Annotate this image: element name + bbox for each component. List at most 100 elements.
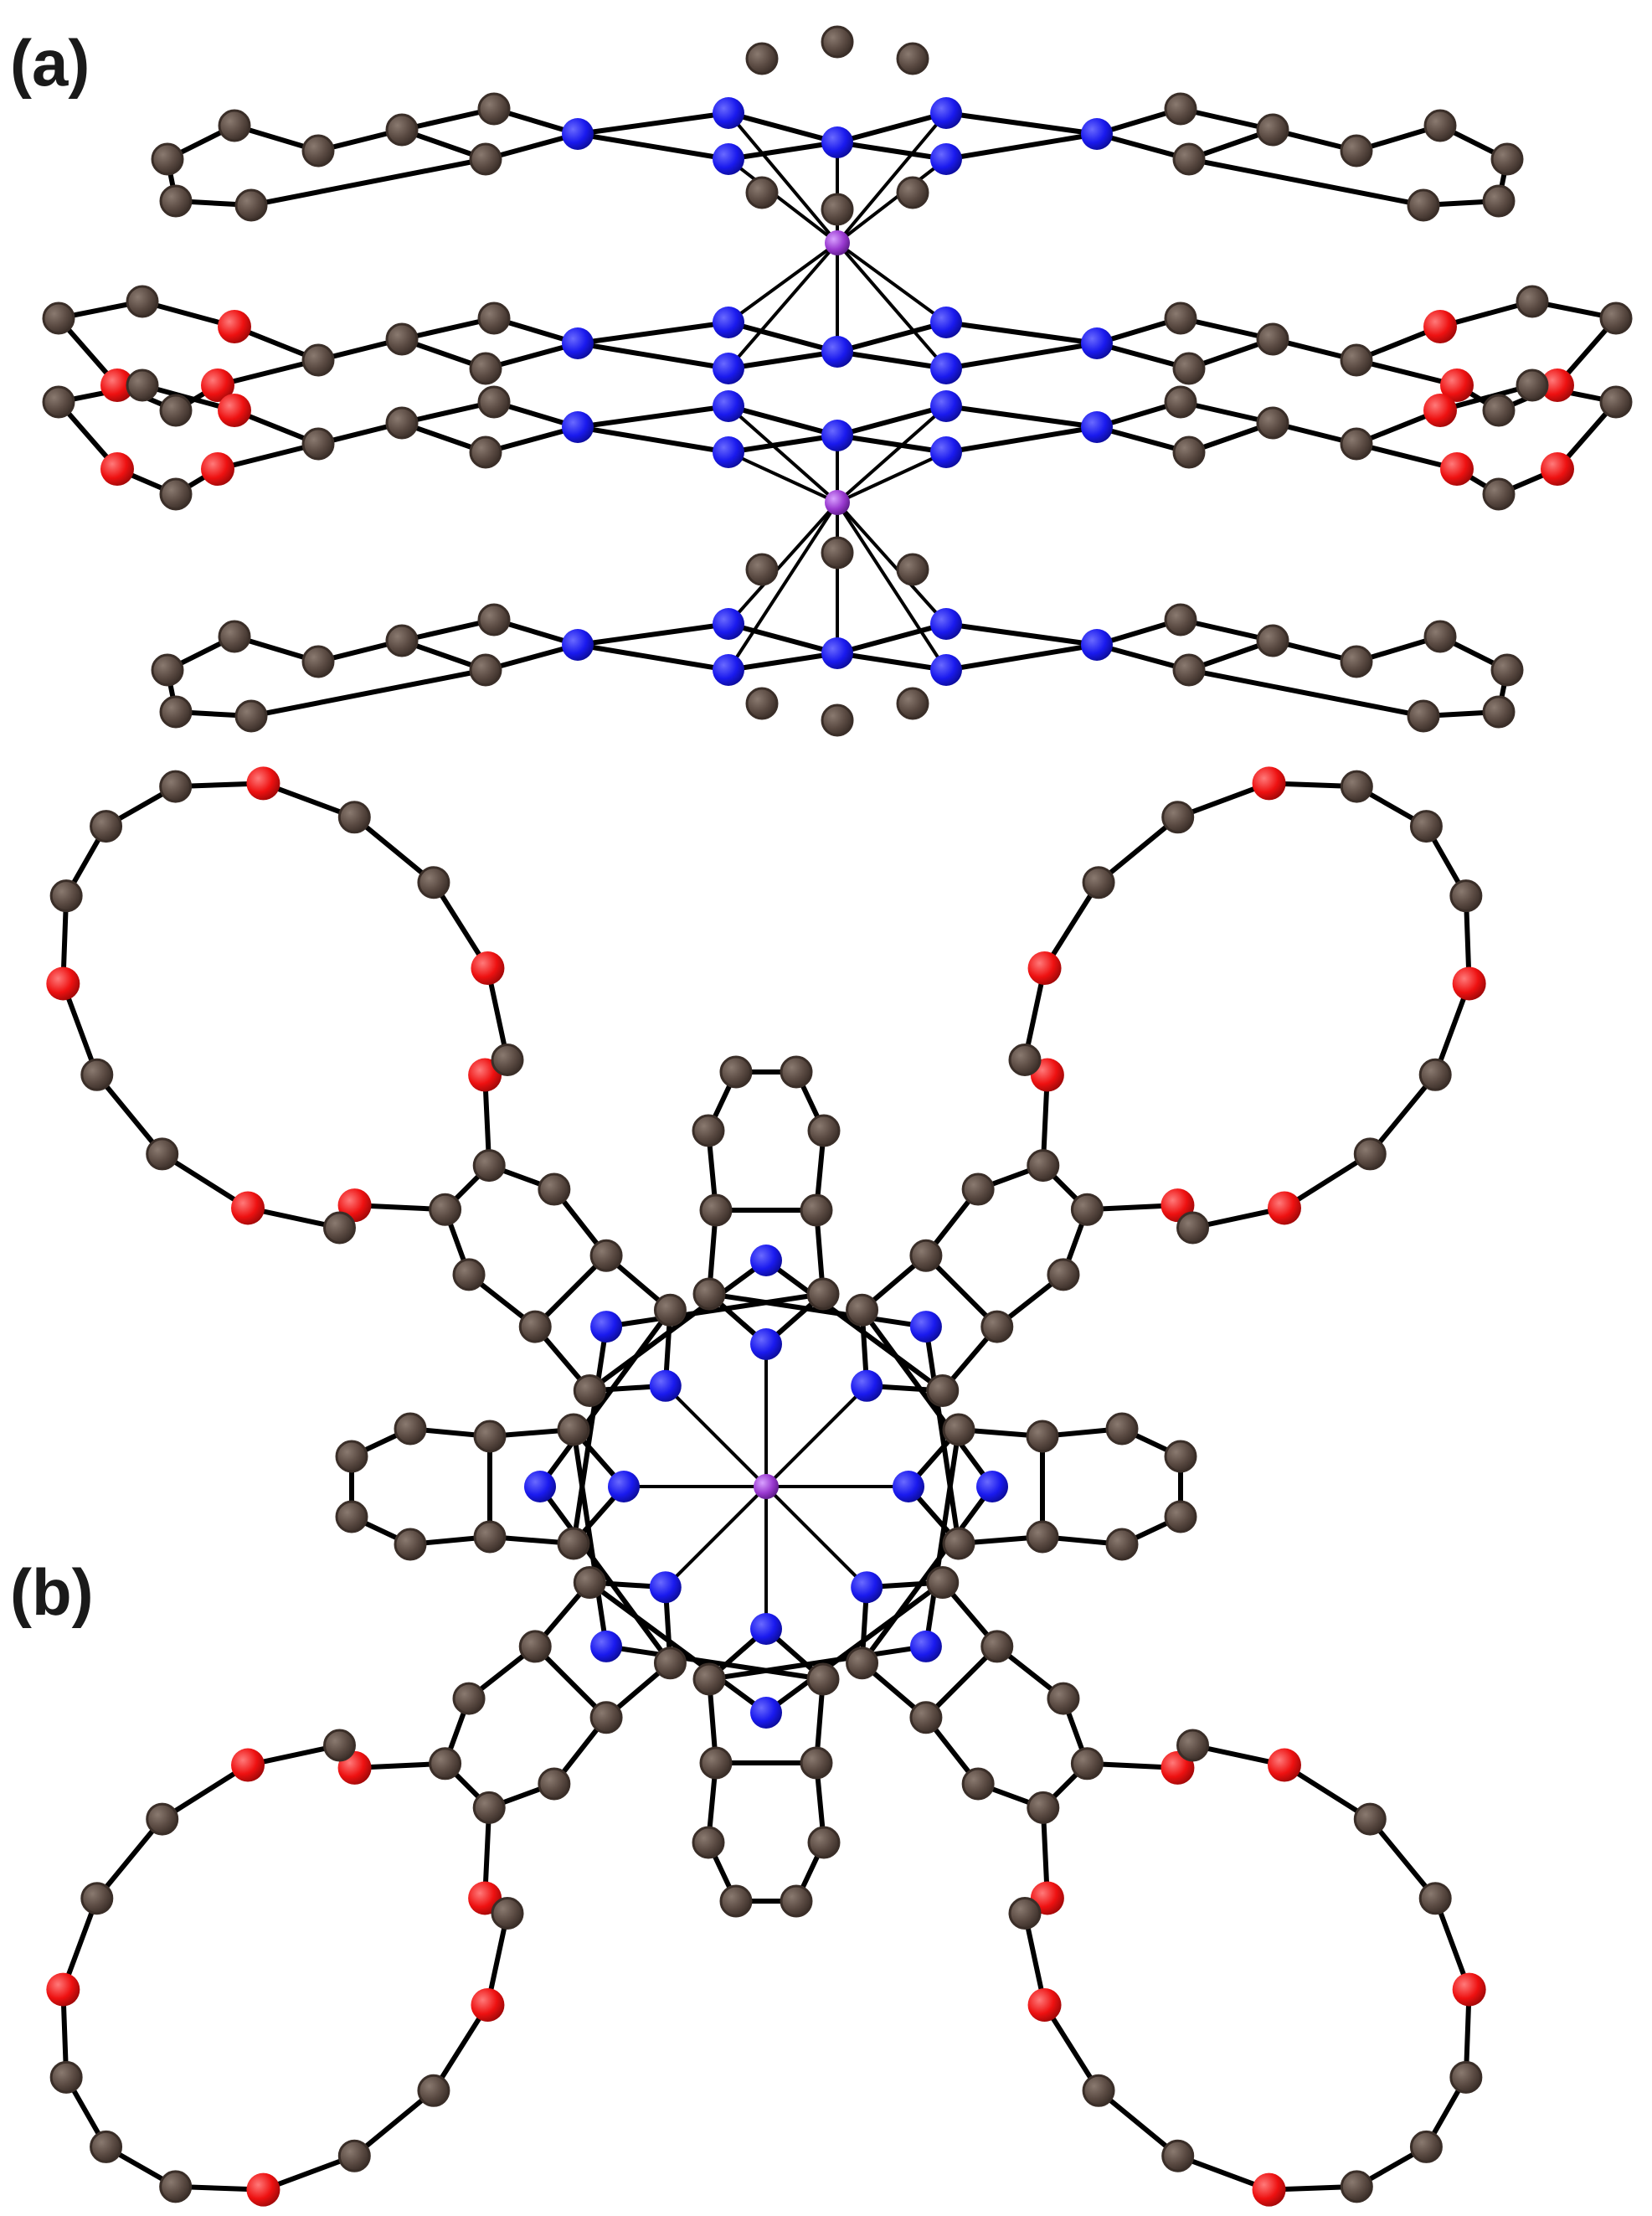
bond bbox=[727, 111, 839, 245]
bond bbox=[1042, 2002, 1102, 2094]
carbon-atom bbox=[385, 113, 419, 147]
carbon-atom bbox=[1070, 1747, 1104, 1781]
bond bbox=[764, 1485, 869, 1590]
carbon-atom bbox=[126, 285, 159, 318]
oxygen-atom bbox=[1252, 2172, 1286, 2207]
metal-atom bbox=[825, 230, 850, 255]
carbon-atom bbox=[699, 1193, 733, 1227]
carbon-atom bbox=[653, 1293, 687, 1327]
carbon-atom bbox=[151, 142, 184, 176]
oxygen-atom bbox=[1440, 368, 1474, 402]
bond bbox=[944, 131, 1099, 162]
bond bbox=[215, 441, 321, 472]
oxygen-atom bbox=[471, 951, 505, 986]
bond bbox=[538, 1484, 673, 1666]
bond bbox=[94, 1072, 165, 1157]
carbon-atom bbox=[745, 553, 779, 586]
metal-atom bbox=[825, 490, 850, 515]
nitrogen-atom bbox=[821, 637, 853, 669]
oxygen-atom bbox=[1267, 1191, 1301, 1225]
carbon-atom bbox=[1409, 2130, 1443, 2163]
nitrogen-atom bbox=[930, 353, 962, 384]
bond bbox=[836, 501, 948, 626]
bond bbox=[836, 241, 948, 370]
carbon-atom bbox=[926, 1566, 960, 1600]
carbon-atom bbox=[335, 1500, 368, 1533]
carbon-atom bbox=[1340, 134, 1373, 167]
nitrogen-atom bbox=[713, 608, 744, 640]
bond bbox=[1042, 879, 1102, 971]
bond bbox=[707, 1643, 929, 1682]
bond bbox=[944, 320, 1099, 346]
carbon-atom bbox=[719, 1055, 753, 1089]
nitrogen-atom bbox=[562, 327, 594, 359]
carbon-atom bbox=[1047, 1258, 1080, 1291]
carbon-atom bbox=[896, 42, 929, 75]
nitrogen-atom bbox=[649, 1369, 682, 1402]
bond bbox=[726, 320, 840, 354]
carbon-atom bbox=[1164, 92, 1197, 126]
bond bbox=[835, 111, 949, 145]
nitrogen-atom bbox=[930, 390, 962, 422]
bond bbox=[430, 879, 491, 971]
bond bbox=[533, 1643, 610, 1720]
bond bbox=[726, 349, 840, 371]
nitrogen-atom bbox=[713, 143, 744, 175]
bond bbox=[604, 1291, 826, 1330]
bond bbox=[835, 404, 949, 438]
carbon-atom bbox=[1490, 142, 1524, 176]
carbon-atom bbox=[1423, 620, 1457, 653]
carbon-atom bbox=[1340, 2170, 1373, 2203]
carbon-atom bbox=[301, 343, 335, 377]
carbon-atom bbox=[1516, 368, 1549, 402]
bond bbox=[727, 241, 839, 324]
oxygen-atom bbox=[1423, 310, 1457, 343]
carbon-atom bbox=[159, 2170, 193, 2203]
carbon-atom bbox=[301, 427, 335, 461]
carbon-atom bbox=[1449, 879, 1483, 913]
carbon-atom bbox=[821, 703, 854, 737]
carbon-atom bbox=[1256, 113, 1289, 147]
carbon-atom bbox=[159, 695, 193, 729]
carbon-atom bbox=[821, 536, 854, 569]
carbon-atom bbox=[218, 109, 251, 142]
carbon-atom bbox=[1482, 695, 1516, 729]
bond bbox=[859, 1307, 995, 1489]
carbon-atom bbox=[980, 1630, 1014, 1663]
carbon-atom bbox=[1353, 1137, 1387, 1171]
carbon-atom bbox=[1353, 1802, 1387, 1836]
carbon-atom bbox=[472, 1149, 506, 1183]
carbon-atom bbox=[1256, 406, 1289, 440]
bond bbox=[726, 140, 840, 162]
carbon-atom bbox=[692, 1662, 726, 1696]
nitrogen-atom bbox=[713, 390, 744, 422]
carbon-atom bbox=[1340, 645, 1373, 678]
carbon-atom bbox=[337, 801, 371, 834]
bond bbox=[835, 651, 949, 673]
carbon-atom bbox=[473, 1520, 507, 1554]
bond bbox=[571, 1324, 610, 1546]
carbon-atom bbox=[692, 1114, 725, 1147]
carbon-atom bbox=[909, 1701, 943, 1734]
bond bbox=[727, 405, 839, 504]
nitrogen-atom bbox=[821, 126, 853, 158]
carbon-atom bbox=[234, 699, 268, 733]
oxygen-atom bbox=[246, 766, 280, 801]
carbon-atom bbox=[1026, 1520, 1059, 1554]
carbon-atom bbox=[491, 1043, 524, 1076]
bond bbox=[726, 404, 840, 438]
carbon-atom bbox=[159, 184, 193, 218]
carbon-atom bbox=[926, 1373, 960, 1407]
oxygen-atom bbox=[246, 2172, 280, 2207]
carbon-atom bbox=[653, 1647, 687, 1680]
bond bbox=[575, 131, 731, 162]
bond bbox=[707, 1291, 929, 1330]
carbon-atom bbox=[417, 2074, 450, 2107]
carbon-atom bbox=[452, 1258, 486, 1291]
oxygen-atom bbox=[100, 452, 134, 486]
carbon-atom bbox=[429, 1747, 462, 1781]
carbon-atom bbox=[80, 1882, 114, 1915]
carbon-atom bbox=[301, 134, 335, 167]
bond bbox=[727, 241, 839, 370]
carbon-atom bbox=[385, 624, 419, 657]
